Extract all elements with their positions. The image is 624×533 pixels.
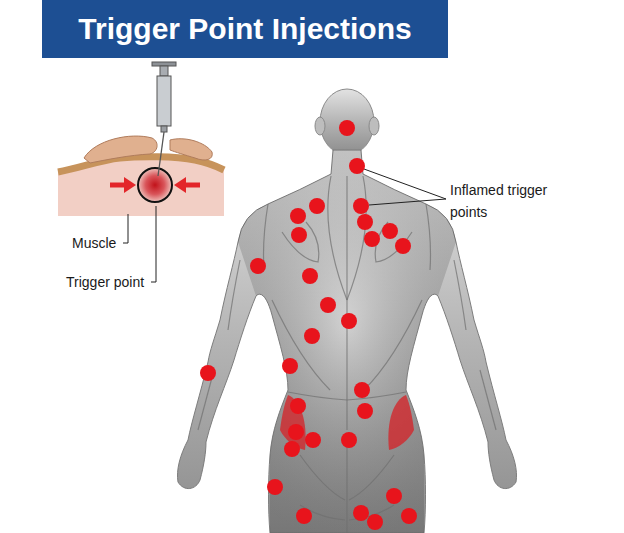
trigger-point-dot bbox=[357, 403, 373, 419]
syringe bbox=[157, 76, 171, 126]
muscle-figure bbox=[238, 150, 456, 533]
muscle-figure bbox=[346, 176, 347, 430]
trigger-point-dot bbox=[367, 514, 383, 530]
trigger-point-dot bbox=[305, 432, 321, 448]
leader-line bbox=[364, 169, 446, 199]
hand bbox=[84, 136, 212, 163]
trigger-point-dot bbox=[291, 227, 307, 243]
muscle-figure bbox=[177, 89, 516, 533]
trigger-point-dot bbox=[395, 238, 411, 254]
trigger-point-dot bbox=[290, 398, 306, 414]
trigger-point-dot bbox=[296, 508, 312, 524]
muscle-figure bbox=[426, 204, 431, 270]
muscle-figure bbox=[288, 392, 406, 400]
trigger-point-dots bbox=[200, 120, 417, 530]
trigger-point-dot bbox=[200, 365, 216, 381]
trigger-point-dot bbox=[250, 258, 266, 274]
trigger-point-dot bbox=[304, 328, 320, 344]
leader-line bbox=[123, 214, 128, 243]
trigger-point-dot bbox=[282, 358, 298, 374]
trigger-point-dot bbox=[382, 223, 398, 239]
trigger-point-dot bbox=[341, 432, 357, 448]
callout-label: Inflamed trigger points bbox=[450, 179, 568, 223]
pressure-arrow bbox=[174, 177, 186, 193]
trigger-point-circle bbox=[138, 168, 172, 202]
muscle-figure bbox=[369, 117, 379, 135]
trigger-point-dot bbox=[288, 424, 304, 440]
trigger-point-dot bbox=[357, 214, 373, 230]
syringe bbox=[161, 126, 167, 132]
highlighted-muscle bbox=[388, 395, 414, 450]
pressure-arrow bbox=[110, 183, 126, 188]
pressure-arrow bbox=[184, 183, 200, 188]
muscle-figure bbox=[454, 260, 466, 330]
title: Trigger Point Injections bbox=[42, 0, 448, 58]
leader-line bbox=[151, 206, 156, 282]
muscle-figure bbox=[364, 300, 422, 390]
hand bbox=[84, 136, 157, 163]
trigger-point-dot bbox=[353, 198, 369, 214]
muscle-figure bbox=[264, 204, 269, 270]
muscle-figure bbox=[347, 176, 366, 300]
hand bbox=[170, 139, 212, 160]
trigger-point-dot bbox=[290, 208, 306, 224]
callout-label: Trigger point bbox=[66, 271, 144, 293]
muscle-figure bbox=[328, 176, 347, 300]
muscle-figure bbox=[228, 260, 240, 330]
trigger-point-dot bbox=[339, 120, 355, 136]
muscle-figure bbox=[375, 222, 412, 262]
trigger-point-dot bbox=[353, 505, 369, 521]
trigger-point-dot bbox=[401, 508, 417, 524]
injection-inset bbox=[58, 157, 224, 216]
trigger-point-dot bbox=[320, 297, 336, 313]
injection-inset bbox=[58, 62, 224, 216]
callout-label: Muscle bbox=[72, 232, 116, 254]
trigger-point-dot bbox=[267, 479, 283, 495]
syringe bbox=[152, 62, 176, 176]
muscle-figure bbox=[282, 222, 319, 262]
muscle-figure bbox=[198, 176, 496, 533]
syringe bbox=[152, 62, 176, 66]
syringe bbox=[160, 66, 168, 76]
trigger-point-dot bbox=[309, 198, 325, 214]
trigger-point-dot bbox=[364, 231, 380, 247]
trigger-point-dot bbox=[349, 158, 365, 174]
muscle-figure bbox=[300, 455, 345, 500]
muscle-figure bbox=[480, 370, 496, 430]
leader-line bbox=[123, 169, 446, 282]
trigger-point-dot bbox=[354, 382, 370, 398]
leader-line bbox=[369, 199, 446, 205]
title-banner bbox=[42, 0, 448, 58]
muscle-figure bbox=[320, 89, 374, 155]
muscle-figure bbox=[346, 440, 347, 533]
trigger-point-dot bbox=[386, 488, 402, 504]
pressure-arrow bbox=[124, 177, 136, 193]
trigger-point-dot bbox=[302, 268, 318, 284]
trigger-point-dot bbox=[284, 441, 300, 457]
trigger-point-dot bbox=[341, 313, 357, 329]
muscle-figure bbox=[315, 117, 325, 135]
syringe bbox=[158, 132, 164, 176]
muscle-figure bbox=[272, 300, 330, 390]
pressure-arrow bbox=[110, 177, 200, 193]
